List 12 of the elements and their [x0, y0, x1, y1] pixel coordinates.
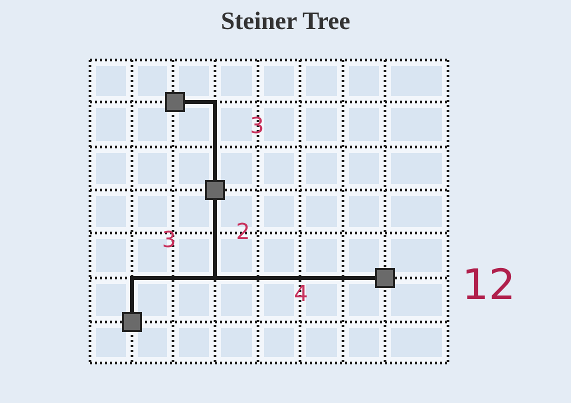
terminal-square: [122, 312, 142, 332]
terminal-square: [165, 92, 185, 112]
tree-edge: [185, 100, 217, 180]
edge-length: 4: [294, 284, 308, 306]
title: Steiner Tree: [220, 8, 352, 36]
terminal-square: [375, 268, 395, 288]
total-length: 12: [462, 264, 516, 306]
edge-length: 3: [250, 116, 264, 138]
edge-length: 3: [162, 230, 176, 252]
terminal-square: [205, 180, 225, 200]
edge-length: 2: [236, 222, 250, 244]
tree-edge: [130, 200, 217, 312]
